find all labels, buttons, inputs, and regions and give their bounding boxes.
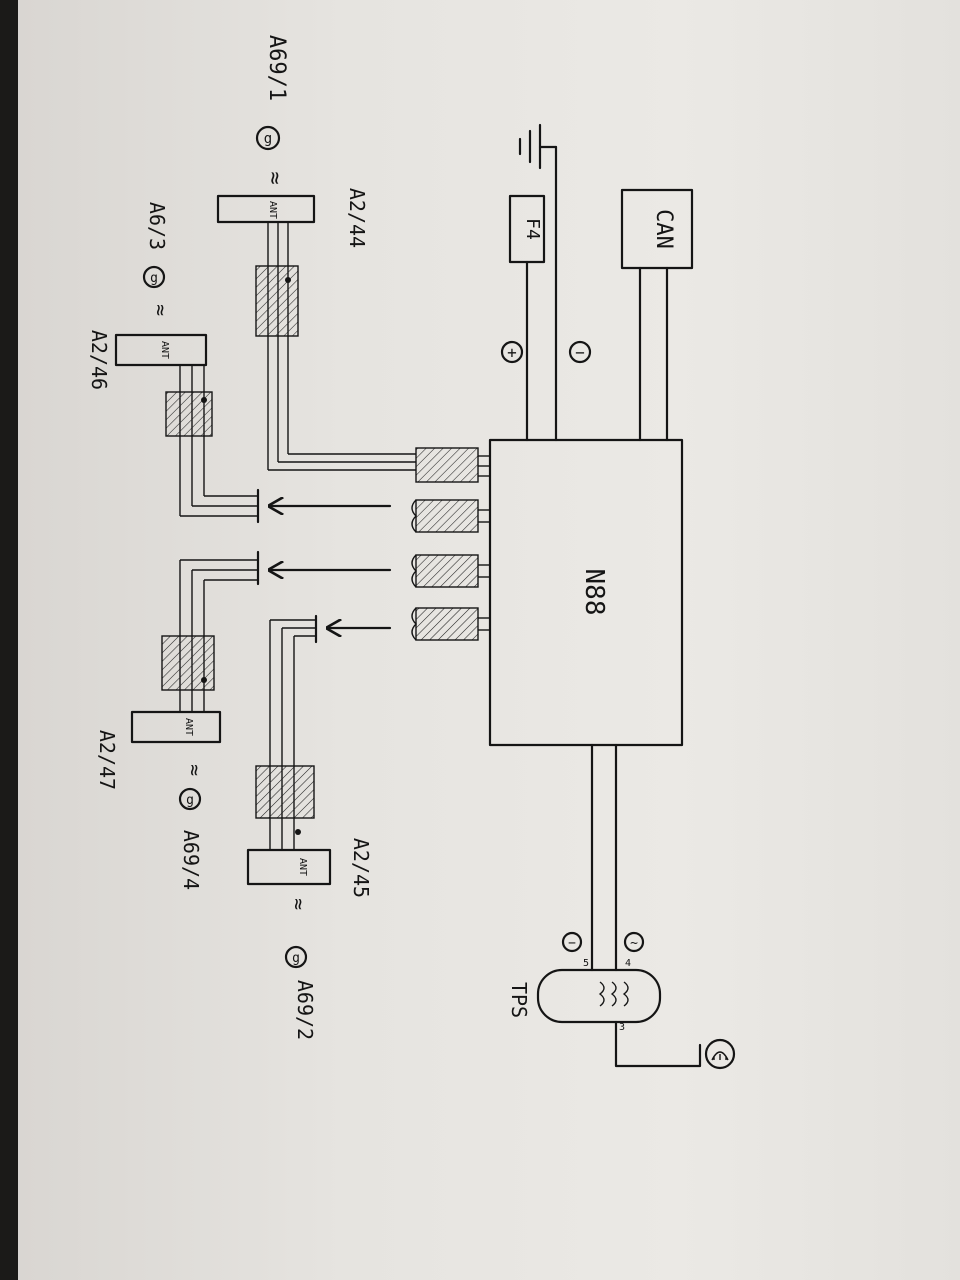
label-a2-47: A2/47 [95,730,119,790]
plus-symbol: + [507,343,517,362]
label-a2-44: A2/44 [345,188,369,248]
a69-4-g-circle [178,787,202,811]
a6-3-wave: ≈ [149,304,173,316]
antenna-a2-46-branch [165,364,392,524]
fuse-f4-label: F4 [522,218,543,240]
tps-lamp-icon [711,1051,729,1061]
can-label: CAN [651,209,676,249]
module-n88-box [488,438,684,747]
label-a69-2: A69/2 [293,980,317,1040]
a69-4-g: g [186,793,194,808]
tps-body [536,968,662,1024]
antenna-a2-45-box [246,848,332,886]
a69-2-wave: ≈ [287,898,311,910]
a69-4-wave: ≈ [183,764,207,776]
antenna-a2-44-box [216,194,316,224]
tps-wave-circle [623,931,645,953]
a69-2-g: g [292,951,300,966]
tps-minus: − [568,936,576,951]
minus-symbol: − [575,343,585,362]
antenna-a2-47-ant: ANT [183,718,194,736]
a6-3-g: g [150,271,158,286]
antenna-a2-44-ant: ANT [267,201,278,219]
a69-1-g-circle [255,125,281,151]
tps-element-icon [598,981,629,1007]
label-a69-4: A69/4 [179,830,203,890]
connector-port-1 [415,447,490,483]
connector-port-4 [411,607,490,641]
tps-pin-5: 5 [583,958,589,969]
a6-3-g-circle [142,265,166,289]
antenna-a2-45-branch [255,614,392,850]
label-a2-46: A2/46 [87,330,111,390]
connector-port-3 [411,554,490,588]
label-tps: TPS [507,982,531,1018]
antenna-a2-44-branch [255,222,416,471]
tps-pin3-wire [614,1020,702,1068]
tps-wave: ~ [630,936,638,951]
minus-symbol-circle [568,340,592,364]
tps-minus-circle [561,931,583,953]
label-a69-1: A69/1 [264,35,289,101]
module-n88-label: N88 [579,569,609,616]
a69-1-g: g [264,131,272,147]
antenna-a2-47-branch [161,550,392,712]
a69-1-wave: ≈ [262,171,287,184]
can-box [620,188,694,270]
label-a6-3: A6/3 [145,202,169,250]
connector-port-2 [411,499,490,533]
label-a2-45: A2/45 [349,838,373,898]
antenna-a2-46-ant: ANT [159,341,170,359]
tps-pin-3: 3 [619,1022,625,1033]
tps-lamp-circle [704,1038,736,1070]
antenna-a2-45-ant: ANT [297,858,308,876]
plus-symbol-circle [500,340,524,364]
tps-pin-4: 4 [625,958,631,969]
a69-2-g-circle [284,945,308,969]
antenna-a2-46-box [114,333,208,367]
antenna-a2-47-box [130,710,222,744]
